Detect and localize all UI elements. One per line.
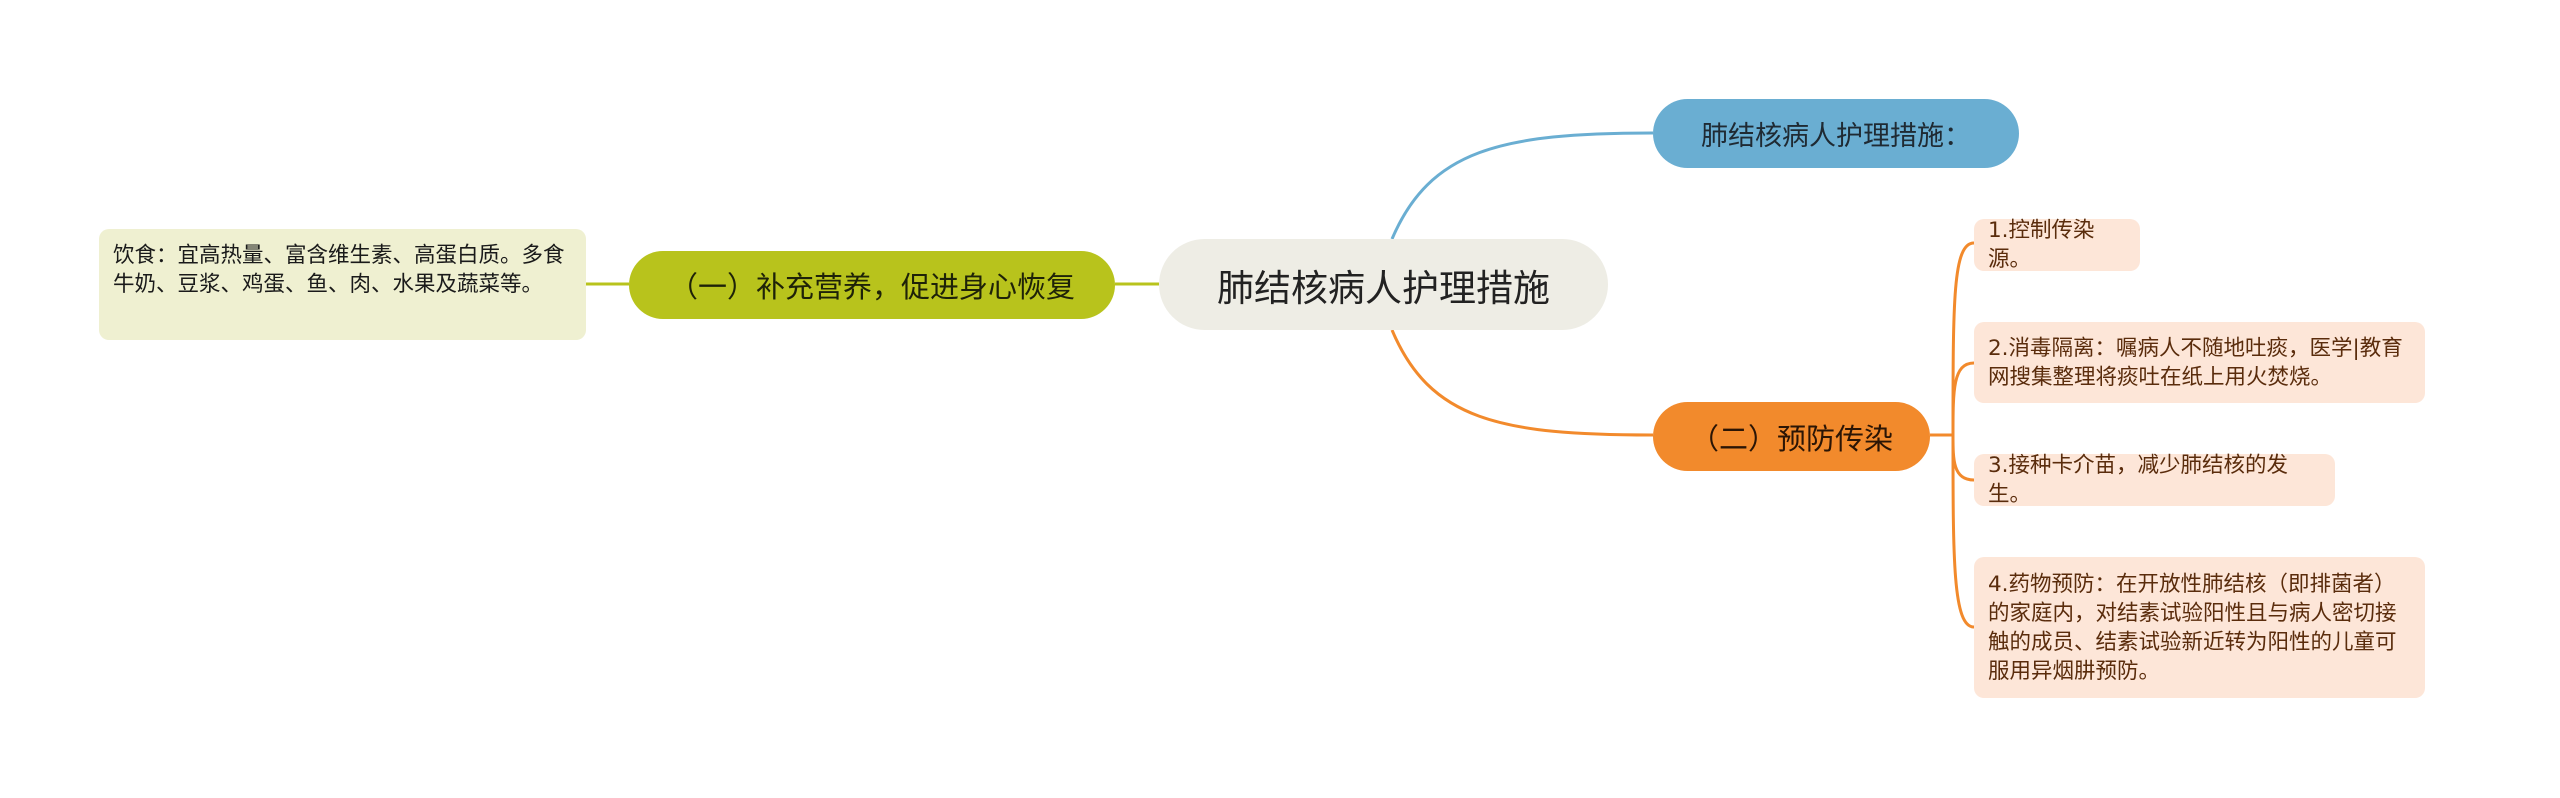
- leaf-node-disinfection[interactable]: 2.消毒隔离：嘱病人不随地吐痰，医学|教育网搜集整理将痰吐在纸上用火焚烧。: [1974, 322, 2425, 403]
- connector-root-to-blue: [1390, 131, 1654, 240]
- leaf-node-bcg-vaccine[interactable]: 3.接种卡介苗，减少肺结核的发生。: [1974, 453, 2335, 507]
- branch-node-label: （二）预防传染: [1689, 421, 1893, 456]
- connector-root-to-orange: [1390, 329, 1654, 437]
- branch-node-prevent-infection[interactable]: （二）预防传染: [1653, 402, 1930, 471]
- leaf-node-label: 1.控制传染源。: [1988, 218, 2095, 272]
- branch-node-nutrition[interactable]: （一）补充营养，促进身心恢复: [629, 251, 1115, 319]
- leaf-node-label: 3.接种卡介苗，减少肺结核的发生。: [1988, 453, 2289, 507]
- root-node-label: 肺结核病人护理措施: [1217, 266, 1550, 310]
- leaf-node-label: 4.药物预防：在开放性肺结核（即排菌者）的家庭内，对结素试验阳性且与病人密切接触…: [1988, 571, 2397, 684]
- leaf-node-control-source[interactable]: 1.控制传染源。: [1974, 218, 2140, 272]
- connector-orange-to-leaf1: [1951, 241, 1975, 436]
- leaf-node-drug-prevention[interactable]: 4.药物预防：在开放性肺结核（即排菌者）的家庭内，对结素试验阳性且与病人密切接触…: [1974, 557, 2425, 698]
- connector-orange-to-leaf2: [1951, 361, 1975, 436]
- leaf-node-label: 2.消毒隔离：嘱病人不随地吐痰，医学|教育网搜集整理将痰吐在纸上用火焚烧。: [1988, 335, 2403, 390]
- connector-orange-to-leaf3: [1951, 434, 1975, 482]
- branch-node-label: 肺结核病人护理措施：: [1701, 121, 1971, 152]
- leaf-node-diet[interactable]: 饮食：宜高热量、富含维生素、高蛋白质。多食牛奶、豆浆、鸡蛋、鱼、肉、水果及蔬菜等…: [99, 229, 586, 340]
- connector-orange-to-leaf4: [1951, 434, 1975, 629]
- root-node[interactable]: 肺结核病人护理措施: [1159, 239, 1608, 330]
- leaf-node-label: 饮食：宜高热量、富含维生素、高蛋白质。多食牛奶、豆浆、鸡蛋、鱼、肉、水果及蔬菜等…: [113, 243, 565, 297]
- branch-node-label: （一）补充营养，促进身心恢复: [668, 270, 1075, 304]
- branch-node-care-measures[interactable]: 肺结核病人护理措施：: [1653, 99, 2019, 168]
